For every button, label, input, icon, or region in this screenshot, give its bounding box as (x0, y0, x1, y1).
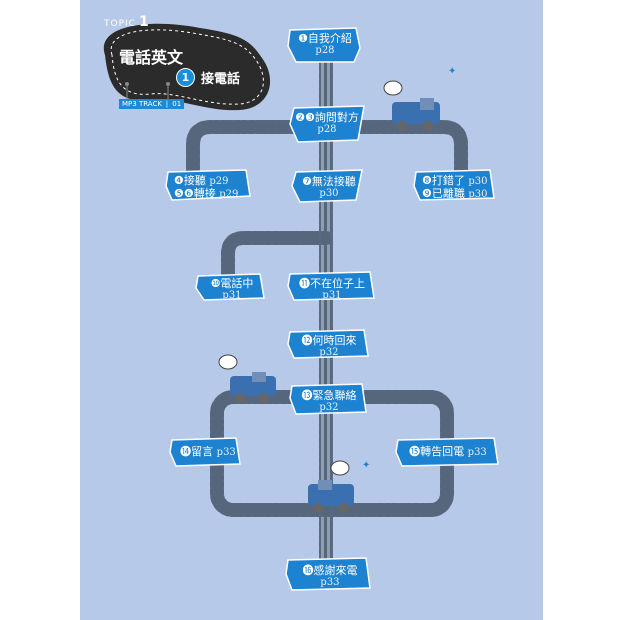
topic-word: TOPIC (104, 19, 136, 29)
node-page: p31 (222, 290, 242, 301)
node-label: ❿電話中 (210, 277, 254, 290)
node-label: ⓬何時回來 (301, 334, 357, 347)
subtitle-text: 接電話 (201, 72, 241, 87)
node-page: p30 (319, 188, 339, 199)
node-page: p32 (319, 402, 339, 413)
node-shape-10 (195, 273, 265, 301)
topic-number: 1 (138, 14, 150, 30)
mp3-track-tag: MP3 TRACK ❘ 01 (119, 99, 185, 109)
node-label: ⓮留言 p33 (180, 445, 236, 458)
node-answer-transfer[interactable]: ❹接聽 p29 ❺❻轉接 p29 (174, 174, 246, 200)
node-label: ⓯轉告回電 p33 (409, 445, 487, 458)
node-shape-1 (287, 27, 361, 63)
svg-text:✦: ✦ (362, 460, 370, 471)
node-label-answer: ❹接聽 p29 (174, 174, 229, 187)
node-page: p31 (322, 290, 342, 301)
node-urgent-contact[interactable]: ⓭緊急聯絡 p32 (294, 389, 364, 413)
title-banner (103, 23, 271, 111)
node-wrong-number-left[interactable]: ❽打錯了 p30 ❾已離職 p30 (422, 174, 494, 200)
node-ask-caller[interactable]: ❷❸詢問對方 p28 (294, 111, 360, 135)
node-when-back[interactable]: ⓬何時回來 p32 (292, 334, 366, 358)
node-leave-message[interactable]: ⓮留言 p33 (176, 445, 240, 458)
node-shape-8 (413, 169, 495, 201)
node-label: ⓫不在位子上 (299, 277, 365, 290)
node-shape-2 (289, 105, 365, 143)
node-label-left: ❾已離職 p30 (422, 187, 488, 200)
node-thanks-for-calling[interactable]: ⓰感謝來電 p33 (292, 564, 368, 588)
train-icon: ✦ (308, 460, 370, 513)
node-page: p28 (317, 124, 337, 135)
node-shape-14 (169, 437, 241, 467)
node-label: ⓰感謝來電 (302, 564, 358, 577)
node-line-busy[interactable]: ❿電話中 p31 (202, 277, 262, 301)
node-relay-callback[interactable]: ⓯轉告回電 p33 (400, 445, 496, 458)
node-self-intro[interactable]: ❶自我介紹 p28 (294, 32, 356, 56)
node-shape-4 (165, 169, 251, 201)
node-label: ⓭緊急聯絡 (301, 389, 357, 402)
node-shape-11 (287, 271, 375, 301)
node-shape-15 (395, 437, 499, 467)
train-icon: ✦ (383, 66, 456, 131)
subtitle-number: 1 (176, 68, 195, 87)
node-shape-13 (289, 383, 367, 415)
node-label: ❶自我介紹 (298, 32, 352, 45)
node-label: ❷❸詢問對方 (295, 111, 359, 124)
node-shape-12 (287, 329, 369, 359)
node-label-transfer: ❺❻轉接 p29 (174, 187, 239, 200)
node-not-at-desk[interactable]: ⓫不在位子上 p31 (292, 277, 372, 301)
subtitle-row: 1 接電話 (176, 68, 240, 87)
page-title: 電話英文 (119, 48, 184, 67)
node-label: ❼無法接聽 (302, 175, 356, 188)
node-shapes (165, 27, 499, 591)
node-label-wrong: ❽打錯了 p30 (422, 174, 488, 187)
node-shape-7 (291, 169, 363, 203)
node-shape-16 (285, 557, 371, 591)
node-page: p28 (315, 45, 335, 56)
node-page: p33 (320, 577, 340, 588)
train-icon (218, 354, 276, 403)
svg-text:✦: ✦ (448, 66, 456, 77)
node-page: p32 (319, 347, 339, 358)
node-cannot-answer[interactable]: ❼無法接聽 p30 (298, 175, 360, 199)
